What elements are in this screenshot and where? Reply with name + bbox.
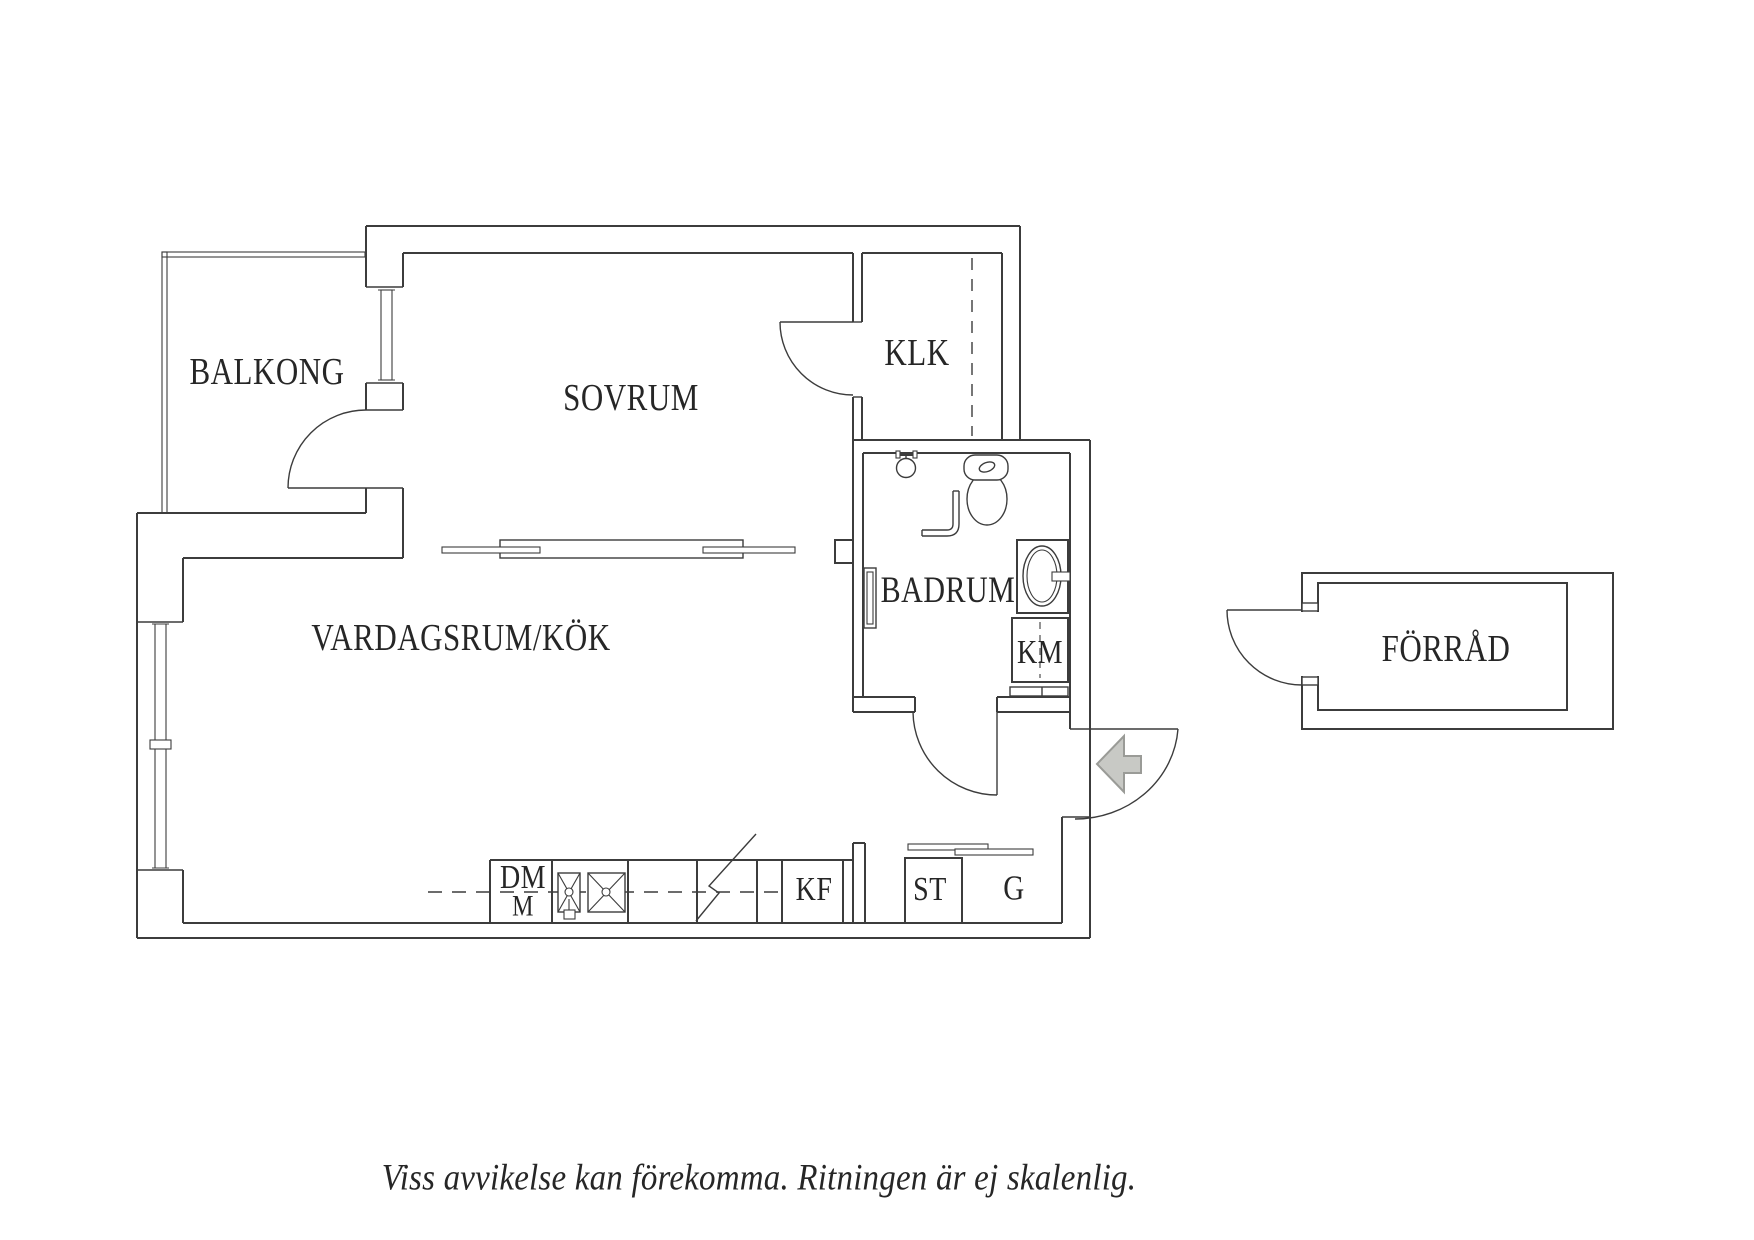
storage-unit	[1300, 572, 1614, 730]
bathroom-door	[912, 711, 998, 796]
label-closet-st: ST	[913, 870, 947, 909]
kitchen-sink-icon	[557, 872, 626, 920]
stove-icon	[695, 833, 757, 922]
bedroom-window	[366, 286, 403, 384]
klk-door	[779, 321, 862, 398]
room-label-balkong: BALKONG	[189, 349, 345, 393]
grab-rail-icon	[921, 490, 960, 537]
room-label-vardagsrum-kok: VARDAGSRUM/KÖK	[311, 615, 611, 659]
radiator-icon	[863, 567, 877, 629]
label-washing-machine: KM	[1016, 633, 1064, 672]
kitchen-counter	[428, 859, 853, 923]
closet-sliding-doors	[907, 843, 1034, 856]
living-room-window	[137, 621, 183, 871]
room-label-sovrum: SOVRUM	[563, 375, 699, 419]
closet-st-box	[904, 857, 963, 924]
label-micro: M	[512, 891, 534, 923]
label-dishwasher: DM	[499, 858, 547, 897]
entry-door	[1062, 728, 1179, 820]
washbasin-icon	[1016, 539, 1071, 614]
shower-icon	[895, 450, 918, 479]
room-label-badrum: BADRUM	[880, 570, 1016, 611]
disclaimer-caption: Viss avvikelse kan förekomma. Ritningen …	[381, 1158, 1137, 1199]
room-label-forrad: FÖRRÅD	[1381, 626, 1511, 670]
toilet-icon	[963, 454, 1009, 526]
sliding-partition	[441, 539, 854, 564]
entry-arrow-icon	[1095, 733, 1142, 795]
label-wardrobe-g: G	[1003, 868, 1025, 908]
room-label-klk: KLK	[884, 330, 950, 374]
balcony-door	[287, 409, 403, 489]
storage-door	[1226, 609, 1303, 686]
washing-machine-box	[1009, 617, 1069, 697]
label-fridge-freezer: KF	[795, 870, 833, 909]
